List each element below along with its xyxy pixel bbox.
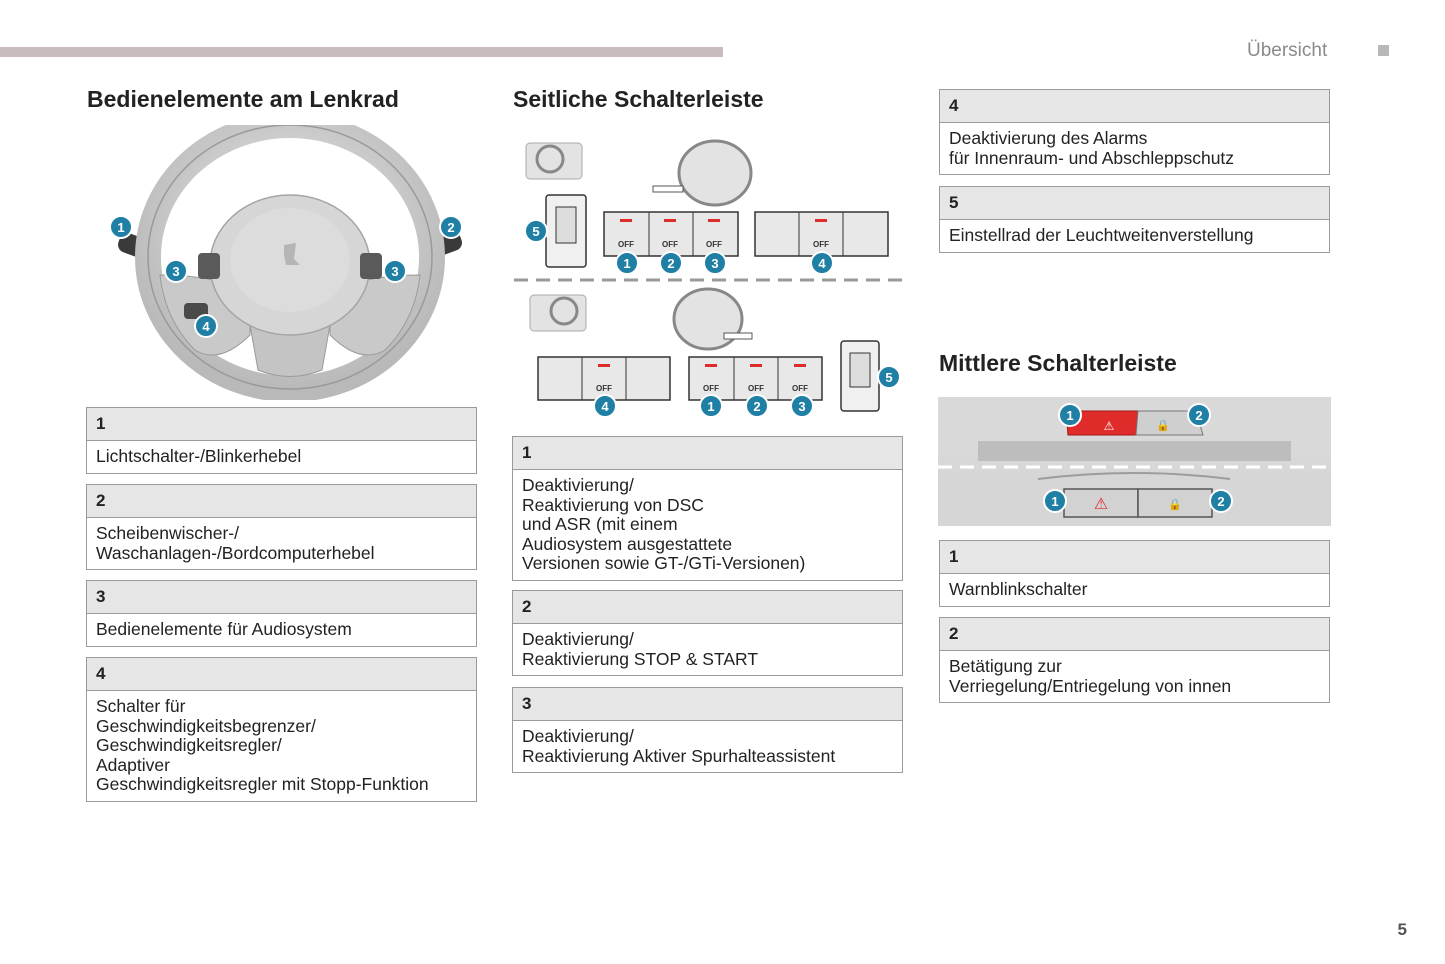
svg-text:OFF: OFF xyxy=(748,384,764,393)
side-switches-illustration: OFF OFF OFF OFF 5 1 2 3 4 OFF OFF xyxy=(514,139,904,418)
callout-3: 3 xyxy=(703,251,727,275)
callout-4: 4 xyxy=(810,251,834,275)
callout-1-bottom: 1 xyxy=(1043,489,1067,513)
svg-text:4: 4 xyxy=(601,399,609,414)
side-title: Seitliche Schalterleiste xyxy=(513,86,764,112)
callout-1: 1 xyxy=(699,394,723,418)
side-item-5: 5 Einstellrad der Leuchtweitenverstellun… xyxy=(939,186,1330,253)
callout-2: 2 xyxy=(745,394,769,418)
steering-item-4: 4 Schalter für Geschwindigkeitsbegrenzer… xyxy=(86,657,477,802)
steering-item-3: 3 Bedienelemente für Audiosystem xyxy=(86,580,477,647)
item-text: Scheibenwischer-/ Waschanlagen-/Bordcomp… xyxy=(96,523,375,563)
item-number: 4 xyxy=(940,90,1329,123)
item-number: 1 xyxy=(87,408,476,441)
side-item-2: 2 Deaktivierung/ Reaktivierung STOP & ST… xyxy=(512,590,903,676)
item-text: Deaktivierung/ Reaktivierung von DSC und… xyxy=(522,475,806,573)
callout-5: 5 xyxy=(524,219,548,243)
side-item-3: 3 Deaktivierung/ Reaktivierung Aktiver S… xyxy=(512,687,903,773)
side-item-4: 4 Deaktivierung des Alarms für Innenraum… xyxy=(939,89,1330,175)
svg-text:3: 3 xyxy=(798,399,805,414)
svg-text:🔒: 🔒 xyxy=(1156,419,1170,432)
callout-4: 4 xyxy=(194,314,218,338)
item-text: Bedienelemente für Audiosystem xyxy=(96,619,352,639)
center-item-1: 1 Warnblinkschalter xyxy=(939,540,1330,607)
svg-text:OFF: OFF xyxy=(792,384,808,393)
item-text: Deaktivierung/ Reaktivierung Aktiver Spu… xyxy=(522,726,836,766)
callout-3: 3 xyxy=(790,394,814,418)
svg-text:3: 3 xyxy=(391,264,398,279)
svg-text:1: 1 xyxy=(1051,494,1058,509)
steering-item-2: 2 Scheibenwischer-/ Waschanlagen-/Bordco… xyxy=(86,484,477,570)
section-label: Übersicht xyxy=(1247,40,1328,61)
callout-2-bottom: 2 xyxy=(1209,489,1233,513)
svg-text:5: 5 xyxy=(885,370,892,385)
steering-wheel-illustration: 1 2 3 3 4 xyxy=(109,125,463,400)
svg-text:2: 2 xyxy=(447,220,454,235)
svg-text:1: 1 xyxy=(623,256,630,271)
svg-text:⚠: ⚠ xyxy=(1094,496,1108,513)
svg-text:OFF: OFF xyxy=(706,240,722,249)
lhd-variant: OFF OFF OFF OFF 5 1 2 3 4 xyxy=(524,139,889,275)
item-number: 2 xyxy=(940,618,1329,651)
svg-text:1: 1 xyxy=(707,399,714,414)
svg-text:5: 5 xyxy=(532,224,539,239)
section-marker xyxy=(1378,45,1389,56)
item-text: Lichtschalter-/Blinkerhebel xyxy=(96,446,302,466)
item-number: 5 xyxy=(940,187,1329,220)
svg-text:2: 2 xyxy=(1217,494,1224,509)
svg-text:1: 1 xyxy=(117,220,124,235)
svg-text:🔒: 🔒 xyxy=(1168,498,1182,511)
item-number: 1 xyxy=(513,437,902,470)
svg-text:OFF: OFF xyxy=(703,384,719,393)
item-text: Deaktivierung/ Reaktivierung STOP & STAR… xyxy=(522,629,759,669)
callout-3-left: 3 xyxy=(164,259,188,283)
svg-text:OFF: OFF xyxy=(596,384,612,393)
svg-text:1: 1 xyxy=(1066,408,1073,423)
header-bar xyxy=(0,47,723,57)
item-text: Deaktivierung des Alarms für Innenraum- … xyxy=(949,128,1235,168)
callout-3-right: 3 xyxy=(383,259,407,283)
callout-1: 1 xyxy=(109,215,133,239)
steering-title: Bedienelemente am Lenkrad xyxy=(87,86,399,112)
svg-text:3: 3 xyxy=(172,264,179,279)
side-item-1: 1 Deaktivierung/ Reaktivierung von DSC u… xyxy=(512,436,903,581)
item-text: Einstellrad der Leuchtweitenverstellung xyxy=(949,225,1254,245)
svg-text:⚠: ⚠ xyxy=(1104,419,1115,433)
callout-5: 5 xyxy=(877,365,901,389)
callout-1: 1 xyxy=(615,251,639,275)
svg-text:4: 4 xyxy=(202,319,210,334)
callout-2-top: 2 xyxy=(1187,403,1211,427)
item-number: 1 xyxy=(940,541,1329,574)
item-number: 3 xyxy=(87,581,476,614)
svg-text:OFF: OFF xyxy=(813,240,829,249)
center-switches-illustration: ⚠ 🔒 ⚠ 🔒 1 2 1 2 xyxy=(938,397,1331,526)
item-text: Betätigung zur Verriegelung/Entriegelung… xyxy=(949,656,1232,696)
svg-text:2: 2 xyxy=(667,256,674,271)
item-text: Schalter für Geschwindigkeitsbegrenzer/ … xyxy=(96,696,429,794)
svg-text:4: 4 xyxy=(818,256,826,271)
svg-text:2: 2 xyxy=(1195,408,1202,423)
callout-2: 2 xyxy=(659,251,683,275)
svg-text:2: 2 xyxy=(753,399,760,414)
callout-1-top: 1 xyxy=(1058,403,1082,427)
center-item-2: 2 Betätigung zur Verriegelung/Entriegelu… xyxy=(939,617,1330,703)
item-text: Warnblinkschalter xyxy=(949,579,1088,599)
svg-text:3: 3 xyxy=(711,256,718,271)
callout-4: 4 xyxy=(593,394,617,418)
item-number: 2 xyxy=(87,485,476,518)
item-number: 2 xyxy=(513,591,902,624)
rhd-variant: OFF OFF OFF OFF 4 1 2 3 5 xyxy=(529,287,901,418)
svg-text:OFF: OFF xyxy=(618,240,634,249)
item-number: 4 xyxy=(87,658,476,691)
steering-item-1: 1 Lichtschalter-/Blinkerhebel xyxy=(86,407,477,474)
center-title: Mittlere Schalterleiste xyxy=(939,350,1177,376)
callout-2: 2 xyxy=(439,215,463,239)
item-number: 3 xyxy=(513,688,902,721)
svg-text:OFF: OFF xyxy=(662,240,678,249)
page-number: 5 xyxy=(1397,920,1407,939)
